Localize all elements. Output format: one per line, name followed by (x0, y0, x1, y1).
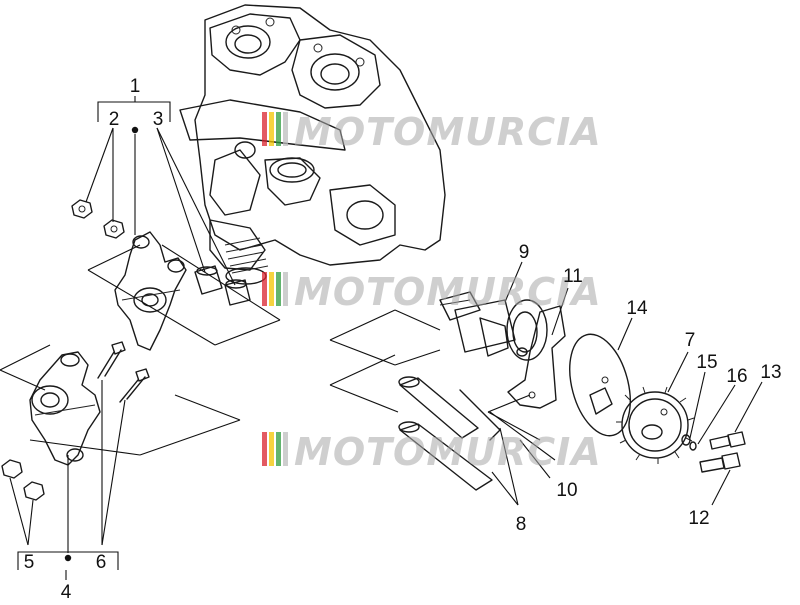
watermark-stripe-yellow (269, 272, 274, 306)
watermark-stripe-grey (283, 272, 288, 306)
watermark-stripe-green (276, 112, 281, 146)
callout-6: 6 (96, 552, 107, 573)
rocker-pins (398, 376, 501, 491)
watermark-stripe-red (262, 272, 267, 306)
cam-sprocket (616, 386, 695, 464)
decompressor-disc (569, 333, 631, 437)
callout-14: 14 (626, 298, 648, 319)
watermark-stripe-green (276, 432, 281, 466)
watermark-text: MOTOMURCIA (294, 110, 602, 154)
callout-labels: 1 2 3 4 5 6 7 8 9 10 11 12 13 14 15 16 (24, 76, 782, 603)
watermark-2: MOTOMURCIA (262, 270, 602, 314)
callout-10: 10 (556, 480, 577, 501)
camshaft (439, 291, 548, 361)
callout-1: 1 (130, 76, 141, 97)
callout-4: 4 (61, 582, 72, 600)
watermark-1: MOTOMURCIA (262, 110, 602, 154)
watermark-stripe-yellow (269, 432, 274, 466)
callout-13: 13 (760, 362, 781, 383)
watermark-stripe-yellow (269, 112, 274, 146)
callout-11: 11 (563, 266, 583, 287)
watermark-text: MOTOMURCIA (294, 430, 602, 474)
rocker-arm-lower (29, 351, 101, 466)
leader-lines (0, 96, 763, 580)
watermark-stripe-red (262, 432, 267, 466)
callout-8: 8 (516, 514, 527, 535)
callout-2: 2 (109, 109, 120, 130)
washers (681, 434, 697, 451)
callout-12: 12 (688, 508, 709, 529)
adjuster-screws (97, 341, 150, 403)
callout-5: 5 (24, 552, 35, 573)
watermark-stripe-grey (283, 432, 288, 466)
bolts (699, 431, 746, 473)
callout-7: 7 (685, 330, 696, 351)
watermark-stripe-green (276, 272, 281, 306)
watermark-3: MOTOMURCIA (262, 430, 602, 474)
cylinder-head (179, 4, 446, 285)
callout-3: 3 (153, 109, 164, 130)
valve-tappets (194, 265, 251, 306)
watermark-stripe-red (262, 112, 267, 146)
watermark-text: MOTOMURCIA (294, 270, 602, 314)
lock-nuts (1, 459, 45, 501)
callout-16: 16 (726, 366, 747, 387)
callout-9: 9 (519, 242, 530, 263)
rocker-arm-upper (114, 231, 187, 351)
watermark-stripe-grey (283, 112, 288, 146)
callout-15: 15 (696, 352, 717, 373)
nut-hex (71, 199, 125, 239)
